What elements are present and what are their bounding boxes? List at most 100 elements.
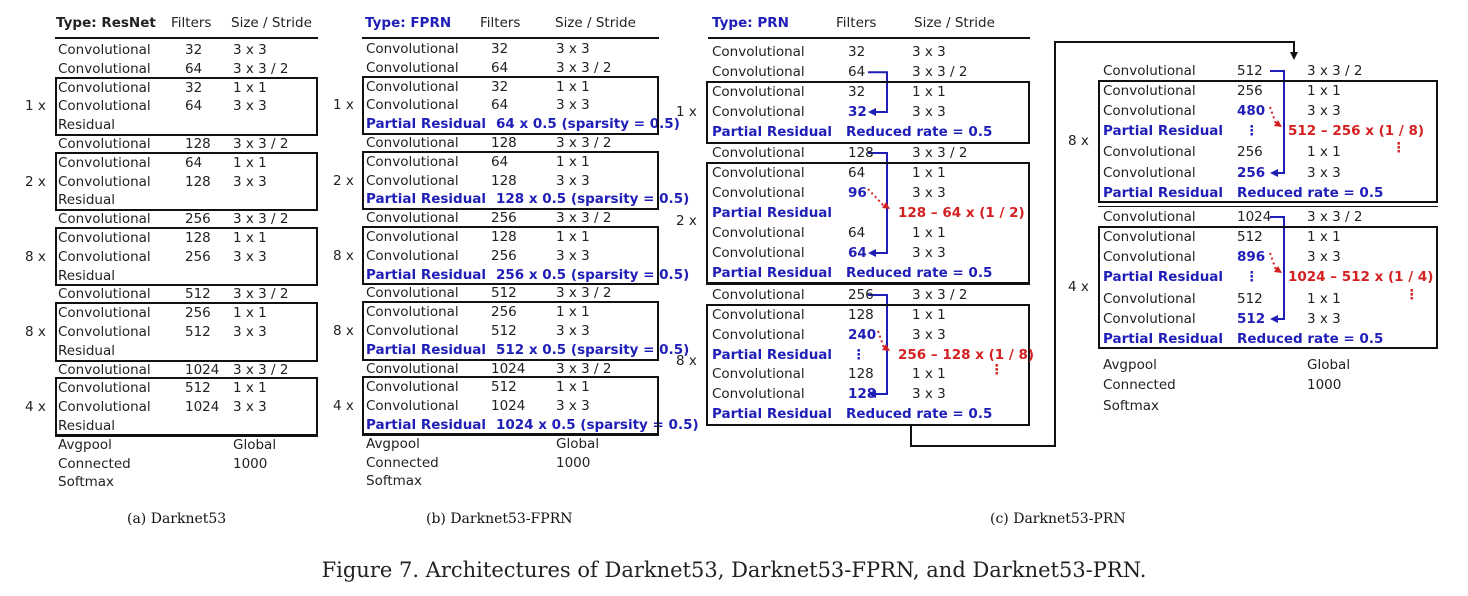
arrow-head — [868, 108, 876, 116]
layer-filters: 512 — [1237, 291, 1263, 307]
layer-size: Global — [1307, 357, 1351, 373]
layer-filters: 256 — [185, 211, 211, 228]
prn-repeat-block — [706, 304, 1030, 426]
repeat-multiplier: 4 x — [333, 398, 354, 415]
shortcut-arrow — [1270, 70, 1285, 174]
repeat-multiplier: 8 x — [1068, 133, 1089, 149]
row-rule — [362, 432, 659, 434]
formula-arrow — [877, 330, 885, 349]
layer-size: 3 x 3 / 2 — [912, 64, 968, 81]
layer-type: Residual — [58, 267, 116, 284]
reduced-rate-label: Reduced rate = 0.5 — [846, 406, 993, 422]
layer-filters: 512 — [185, 286, 211, 303]
layer-type: Partial Residual — [366, 266, 487, 283]
figure-caption: Figure 7. Architectures of Darknet53, Da… — [321, 558, 1147, 582]
size-stride-header: Size / Stride — [231, 15, 312, 31]
layer-filters: 64 — [185, 98, 203, 115]
row-rule — [55, 433, 318, 435]
layer-filters: 256 — [185, 248, 211, 265]
layer-type: Softmax — [1103, 398, 1160, 414]
layer-type: Avgpool — [366, 435, 420, 452]
layer-filters: 512 — [1237, 311, 1266, 327]
layer-type: Convolutional — [58, 399, 151, 416]
layer-type: Convolutional — [366, 304, 459, 321]
layer-type: Partial Residual — [1103, 269, 1224, 285]
layer-type: Partial Residual — [366, 191, 487, 208]
layer-type: Convolutional — [712, 366, 805, 382]
resnet-repeat-block — [55, 377, 318, 437]
layer-size: 3 x 3 / 2 — [1307, 63, 1363, 79]
layer-filters: 128 — [491, 172, 517, 189]
layer-type: Convolutional — [366, 323, 459, 339]
formula-arrow — [867, 188, 885, 207]
layer-size: 3 x 3 — [556, 172, 590, 189]
row-rule — [55, 76, 318, 78]
layer-type: Avgpool — [1103, 357, 1157, 373]
formula-text: 128 – 64 x (1 / 2) — [898, 205, 1025, 221]
layer-size: 3 x 3 — [233, 248, 267, 265]
layer-type: Partial Residual — [712, 265, 833, 281]
layer-type: Convolutional — [58, 305, 151, 322]
arrow-head — [868, 390, 876, 398]
filters-header: Filters — [836, 15, 877, 31]
layer-filters: 512 — [491, 285, 517, 302]
layer-filters: 1024 — [491, 398, 526, 415]
reduced-rate-label: Reduced rate = 0.5 — [846, 265, 993, 281]
layer-size: 1 x 1 — [1307, 144, 1341, 160]
layer-filters: 32 — [491, 78, 509, 95]
layer-type: Connected — [58, 455, 131, 472]
layer-size: 3 x 3 / 2 — [233, 60, 289, 77]
layer-size: 1 x 1 — [556, 379, 590, 396]
layer-type: Convolutional — [58, 42, 151, 58]
layer-filters: 32 — [185, 42, 203, 58]
header-rule — [708, 37, 1030, 39]
layer-filters: 256 — [1237, 165, 1266, 181]
layer-type: Convolutional — [366, 247, 459, 264]
layer-filters: 1024 — [491, 360, 526, 377]
arrow-head — [1290, 52, 1298, 60]
layer-size: 3 x 3 — [233, 324, 267, 340]
layer-size: 1000 — [233, 455, 268, 472]
header-rule — [55, 37, 318, 39]
layer-size: 1 x 1 — [233, 380, 267, 397]
layer-filters: 64 — [848, 225, 866, 241]
vdots-icon: ⋮ — [990, 362, 1004, 378]
resnet-repeat-block — [55, 76, 318, 136]
row-rule — [362, 226, 659, 227]
vdots-icon: ⋮ — [1392, 140, 1406, 156]
repeat-multiplier: 4 x — [1068, 279, 1089, 295]
layer-type: Convolutional — [712, 145, 805, 161]
layer-size: 3 x 3 / 2 — [556, 59, 612, 76]
filters-header: Filters — [171, 15, 212, 31]
layer-filters: 512 x 0.5 (sparsity = 0.5) — [496, 341, 690, 358]
layer-size: 3 x 3 / 2 — [233, 286, 289, 303]
layer-type: Convolutional — [366, 229, 459, 245]
layer-filters: 32 — [185, 79, 203, 96]
layer-size: 1 x 1 — [233, 230, 267, 246]
layer-size: 1 x 1 — [912, 225, 946, 241]
layer-filters: 256 — [848, 287, 874, 303]
layer-type: Convolutional — [712, 44, 805, 60]
layer-size: 3 x 3 / 2 — [233, 136, 289, 152]
layer-size: 3 x 3 / 2 — [556, 360, 612, 377]
layer-size: 1 x 1 — [233, 79, 267, 96]
layer-type: Convolutional — [366, 285, 459, 302]
layer-size: 1 x 1 — [912, 84, 946, 100]
reduced-rate-label: Reduced rate = 0.5 — [846, 124, 993, 140]
layer-type: Convolutional — [712, 225, 805, 241]
layer-type: Convolutional — [712, 64, 805, 81]
arrow-head — [1274, 120, 1282, 127]
layer-type: Residual — [58, 342, 116, 359]
layer-filters: 64 x 0.5 (sparsity = 0.5) — [496, 116, 680, 133]
prn-repeat-block — [1098, 226, 1438, 349]
layer-type: Convolutional — [58, 230, 151, 246]
layer-filters: 64 — [848, 64, 866, 81]
layer-filters: 128 — [848, 386, 877, 402]
layer-size: 3 x 3 / 2 — [556, 285, 612, 302]
layer-type: Convolutional — [1103, 291, 1196, 307]
repeat-multiplier: 1 x — [333, 97, 354, 114]
layer-filters: 128 — [491, 229, 517, 245]
reduced-rate-label: Reduced rate = 0.5 — [1237, 331, 1384, 347]
layer-filters: 256 — [491, 304, 517, 321]
layer-size: 1000 — [1307, 377, 1342, 393]
